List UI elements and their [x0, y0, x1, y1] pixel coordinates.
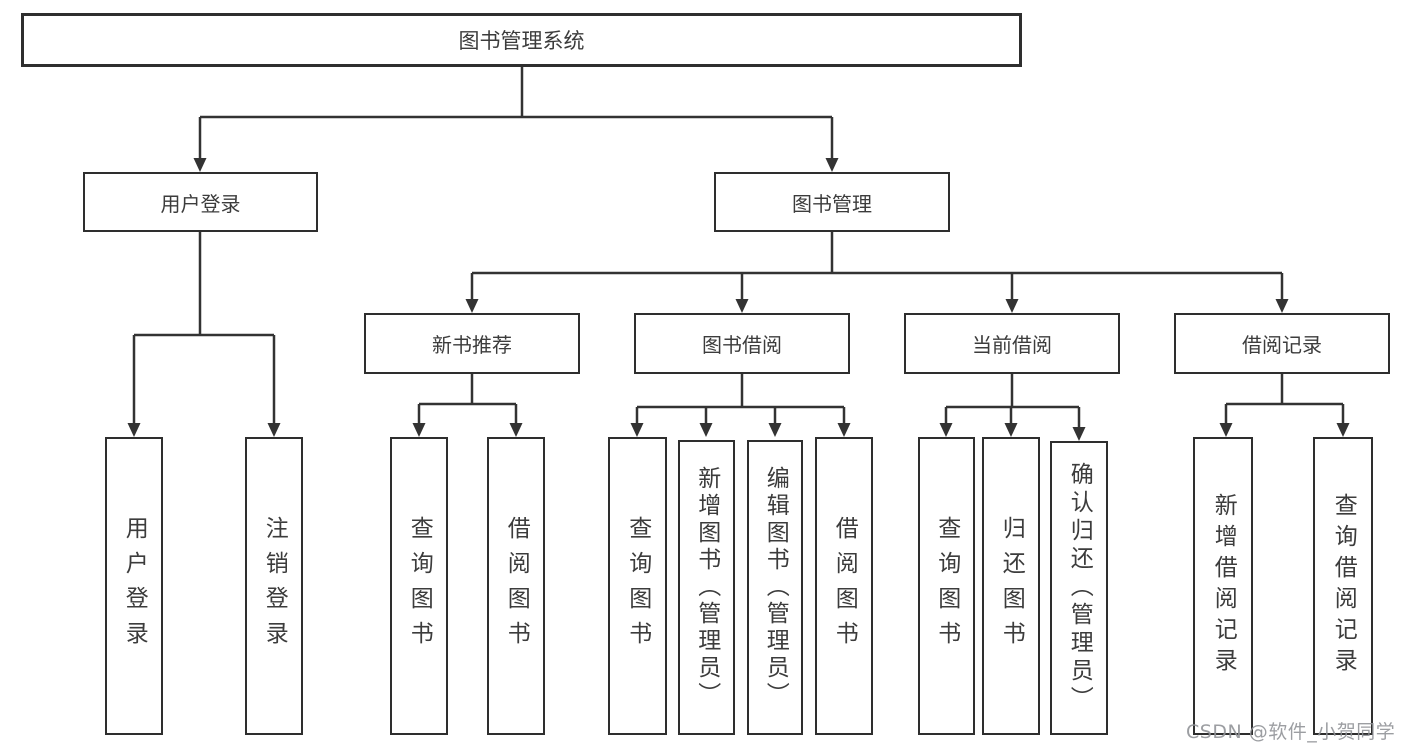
- arrow-icon: [825, 158, 839, 172]
- arrow-icon: [1336, 423, 1350, 437]
- leaf-edit-books-admin: 编辑图书（管理员）: [747, 440, 803, 735]
- leaf-borrow-books-1-label: 借阅图书: [503, 516, 530, 656]
- leaf-query-books-2: 查询图书: [608, 437, 667, 735]
- arrow-icon: [1072, 427, 1086, 441]
- node-current-borrowing: 当前借阅: [904, 313, 1120, 374]
- arrow-icon: [735, 299, 749, 313]
- node-book-management: 图书管理: [714, 172, 950, 232]
- arrow-icon: [193, 158, 207, 172]
- arrow-icon: [1275, 299, 1289, 313]
- leaf-query-borrow-record-label: 查询借阅记录: [1330, 493, 1357, 679]
- arrow-icon: [1004, 423, 1018, 437]
- leaf-add-books-admin-label: 新增图书（管理员）: [693, 466, 720, 709]
- leaf-borrow-books-2-label: 借阅图书: [831, 516, 858, 656]
- leaf-add-borrow-record-label: 新增借阅记录: [1210, 493, 1237, 679]
- node-user-login: 用户登录: [83, 172, 318, 232]
- leaf-add-borrow-record: 新增借阅记录: [1193, 437, 1253, 735]
- leaf-borrow-books-2: 借阅图书: [815, 437, 873, 735]
- arrowheads: [127, 158, 1350, 441]
- node-root-label: 图书管理系统: [458, 29, 585, 53]
- leaf-user-login: 用户登录: [105, 437, 163, 735]
- node-new-book-recommend: 新书推荐: [364, 313, 580, 374]
- node-book-borrowing: 图书借阅: [634, 313, 850, 374]
- leaf-query-books-1-label: 查询图书: [406, 516, 433, 656]
- node-new-book-recommend-label: 新书推荐: [432, 333, 512, 357]
- arrow-icon: [939, 423, 953, 437]
- leaf-logout-label: 注销登录: [261, 516, 288, 656]
- node-user-login-label: 用户登录: [160, 191, 241, 216]
- leaf-query-books-2-label: 查询图书: [624, 516, 651, 656]
- node-borrowing-records: 借阅记录: [1174, 313, 1390, 374]
- leaf-borrow-books-1: 借阅图书: [487, 437, 545, 735]
- leaf-query-borrow-record: 查询借阅记录: [1313, 437, 1373, 735]
- node-root: 图书管理系统: [21, 13, 1022, 67]
- arrow-icon: [465, 299, 479, 313]
- arrow-icon: [1219, 423, 1233, 437]
- leaf-logout: 注销登录: [245, 437, 303, 735]
- arrow-icon: [630, 423, 644, 437]
- node-borrowing-records-label: 借阅记录: [1242, 333, 1322, 357]
- leaf-return-books: 归还图书: [982, 437, 1040, 735]
- leaf-confirm-return-admin-label: 确认归还（管理员）: [1066, 462, 1093, 714]
- arrow-icon: [1005, 299, 1019, 313]
- csdn-watermark: CSDN @软件_小贺同学: [1186, 721, 1396, 743]
- leaf-user-login-label: 用户登录: [121, 516, 148, 656]
- node-book-management-label: 图书管理: [792, 191, 872, 216]
- arrow-icon: [509, 423, 523, 437]
- arrow-icon: [768, 423, 782, 437]
- leaf-query-books-1: 查询图书: [390, 437, 448, 735]
- node-book-borrowing-label: 图书借阅: [702, 333, 782, 357]
- leaf-add-books-admin: 新增图书（管理员）: [678, 440, 735, 735]
- leaf-query-books-3: 查询图书: [918, 437, 975, 735]
- leaf-return-books-label: 归还图书: [998, 516, 1025, 656]
- leaf-confirm-return-admin: 确认归还（管理员）: [1050, 441, 1108, 735]
- arrow-icon: [412, 423, 426, 437]
- arrow-icon: [699, 423, 713, 437]
- leaf-edit-books-admin-label: 编辑图书（管理员）: [762, 466, 789, 709]
- node-current-borrowing-label: 当前借阅: [972, 333, 1052, 357]
- leaf-query-books-3-label: 查询图书: [933, 516, 960, 656]
- connector-paths: [132, 67, 1345, 428]
- arrow-icon: [267, 423, 281, 437]
- arrow-icon: [837, 423, 851, 437]
- arrow-icon: [127, 423, 141, 437]
